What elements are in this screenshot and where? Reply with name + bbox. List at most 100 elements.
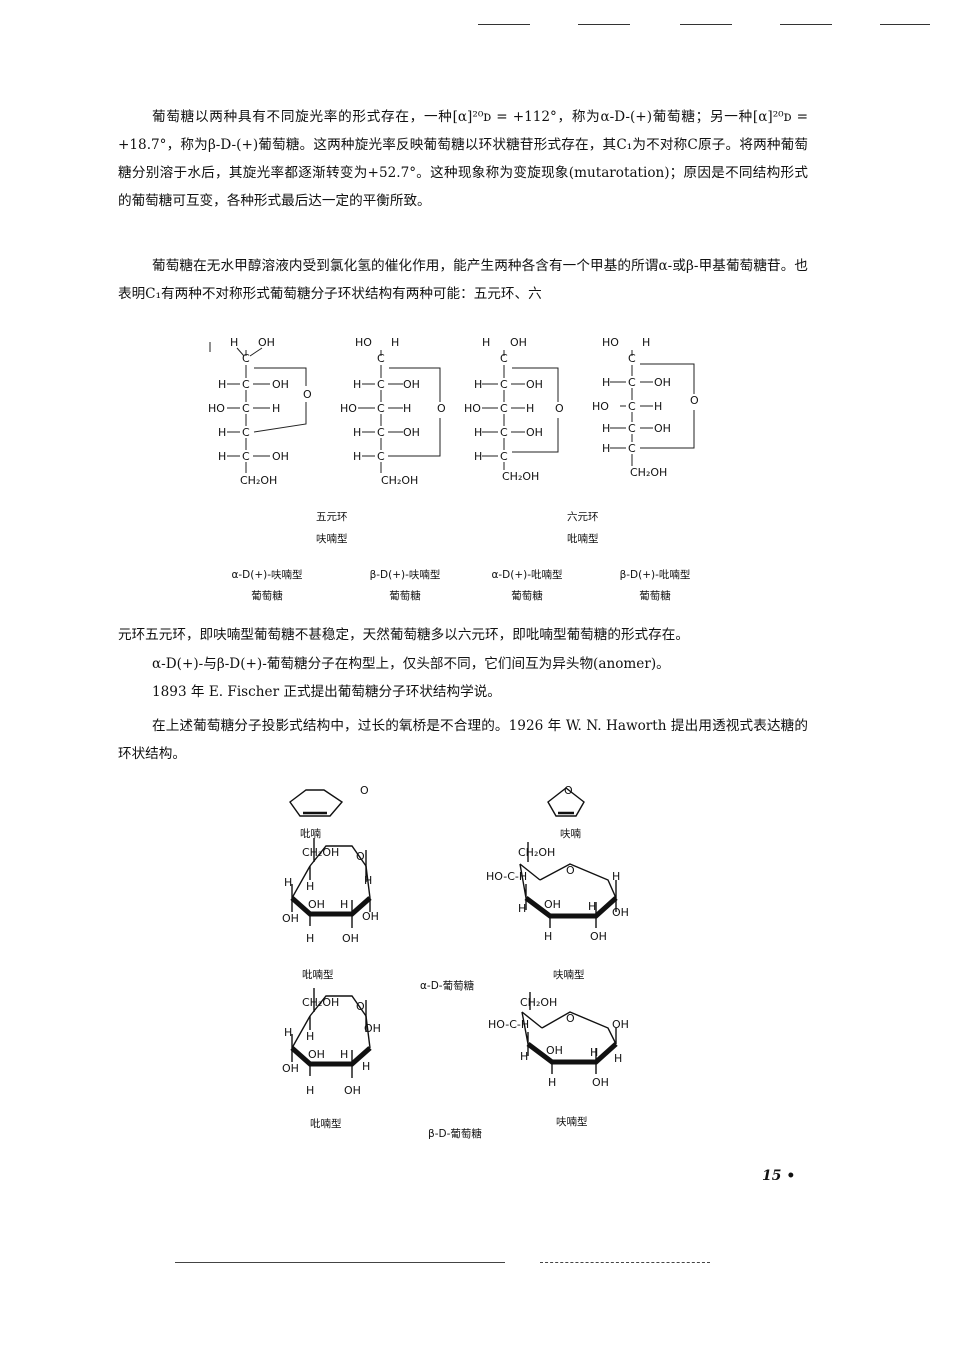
svg-text:H: H xyxy=(306,1030,314,1043)
beta-d-glucose-label: β-D-葡萄糖 xyxy=(428,1128,482,1140)
svg-text:C: C xyxy=(242,378,250,391)
svg-text:O: O xyxy=(566,864,575,877)
svg-text:H: H xyxy=(602,422,610,435)
svg-text:HO: HO xyxy=(355,336,372,349)
svg-text:CH₂OH: CH₂OH xyxy=(381,474,418,487)
svg-text:CH₂OH: CH₂OH xyxy=(520,996,557,1009)
ring6-label: 六元环 xyxy=(567,511,599,523)
svg-text:C: C xyxy=(500,426,508,439)
svg-text:OH: OH xyxy=(592,1076,609,1089)
paragraph-methyl-glucoside: 葡萄糖在无水甲醇溶液内受到氯化氢的催化作用，能产生两种各含有一个甲基的所谓α-或… xyxy=(118,258,808,302)
svg-text:C: C xyxy=(377,402,385,415)
svg-text:C: C xyxy=(377,426,385,439)
svg-text:H: H xyxy=(544,930,552,943)
svg-text:O: O xyxy=(303,388,312,401)
svg-text:H: H xyxy=(474,450,482,463)
fischer-alpha-furanose: H OH C H C OH HO C H H C H C OH CH₂OH O xyxy=(208,336,312,487)
svg-text:H: H xyxy=(340,898,348,911)
svg-text:H: H xyxy=(403,402,411,415)
svg-text:H: H xyxy=(614,1052,622,1065)
svg-text:OH: OH xyxy=(308,1048,325,1061)
svg-text:OH: OH xyxy=(590,930,607,943)
svg-text:C: C xyxy=(500,402,508,415)
svg-text:O: O xyxy=(437,402,446,415)
fischer-name-3: α-D(+)-吡喃型 葡萄糖 xyxy=(491,569,563,602)
svg-text:OH: OH xyxy=(546,1044,563,1057)
svg-text:O: O xyxy=(690,394,699,407)
svg-text:C: C xyxy=(377,378,385,391)
paragraph-anomer: α-D(+)-与β-D(+)-葡萄糖分子在构型上，仅头部不同，它们间互为异头物(… xyxy=(152,656,670,672)
paragraph-mutarotation: 葡萄糖以两种具有不同旋光率的形式存在，一种[α]²⁰ᴅ = +112°，称为α-… xyxy=(118,109,808,209)
svg-text:OH: OH xyxy=(272,378,289,391)
svg-text:H: H xyxy=(602,442,610,455)
svg-text:HO: HO xyxy=(464,402,481,415)
alpha-d-glucose-label: α-D-葡萄糖 xyxy=(420,980,475,992)
svg-text:H: H xyxy=(364,874,372,887)
svg-text:H: H xyxy=(642,336,650,349)
svg-text:OH: OH xyxy=(258,336,275,349)
pyran-label: 吡喃 xyxy=(300,828,321,840)
svg-text:H: H xyxy=(272,402,280,415)
svg-text:H: H xyxy=(474,378,482,391)
svg-text:H: H xyxy=(218,426,226,439)
svg-text:CH₂OH: CH₂OH xyxy=(302,996,339,1009)
fischer-alpha-pyranose: H OH C H C OH HO C H H C OH H C CH₂OH O xyxy=(464,336,564,483)
svg-text:OH: OH xyxy=(344,1084,361,1097)
fischer-name-4: β-D(+)-吡喃型 葡萄糖 xyxy=(619,569,691,602)
page-number: 15 • xyxy=(762,1168,796,1184)
svg-text:CH₂OH: CH₂OH xyxy=(630,466,667,479)
svg-text:O: O xyxy=(360,784,369,797)
svg-text:H: H xyxy=(612,870,620,883)
fischer-name-1: α-D(+)-呋喃型 葡萄糖 xyxy=(231,569,303,602)
svg-text:H: H xyxy=(218,378,226,391)
svg-text:O: O xyxy=(564,784,573,797)
haworth-projection-figure: O O CH₂OH O H H H OH H OH OH H OH CH₂OH … xyxy=(282,784,629,1097)
svg-text:OH: OH xyxy=(654,376,671,389)
svg-text:OH: OH xyxy=(526,378,543,391)
svg-text:C: C xyxy=(628,442,636,455)
svg-text:H: H xyxy=(518,902,526,915)
svg-text:C: C xyxy=(500,450,508,463)
svg-text:O: O xyxy=(555,402,564,415)
svg-text:H: H xyxy=(353,450,361,463)
svg-text:OH: OH xyxy=(403,378,420,391)
svg-text:H: H xyxy=(284,876,292,889)
bottom-rule-right xyxy=(540,1262,710,1263)
svg-text:C: C xyxy=(242,450,250,463)
beta-pyranose-type-label: 吡喃型 xyxy=(310,1118,342,1130)
svg-text:CH₂OH: CH₂OH xyxy=(502,470,539,483)
svg-text:H: H xyxy=(340,1048,348,1061)
beta-furanose-type-label: 呋喃型 xyxy=(556,1116,588,1128)
svg-text:C: C xyxy=(242,426,250,439)
paragraph-haworth-1926: 在上述葡萄糖分子投影式结构中，过长的氧桥是不合理的。1926 年 W. N. H… xyxy=(118,718,808,762)
svg-text:H: H xyxy=(548,1076,556,1089)
svg-text:HO-C-H: HO-C-H xyxy=(486,870,527,883)
svg-text:H: H xyxy=(520,1050,528,1063)
fischer-beta-pyranose: HO H C H C OH HO C H H C OH H C CH₂OH O xyxy=(592,336,699,479)
svg-text:OH: OH xyxy=(282,912,299,925)
svg-text:HO: HO xyxy=(208,402,225,415)
svg-text:CH₂OH: CH₂OH xyxy=(240,474,277,487)
svg-text:OH: OH xyxy=(510,336,527,349)
paragraph-ring-stability: 元环五元环，即呋喃型葡萄糖不甚稳定，天然葡萄糖多以六元环，即吡喃型葡萄糖的形式存… xyxy=(118,627,689,643)
svg-text:OH: OH xyxy=(654,422,671,435)
svg-text:C: C xyxy=(242,402,250,415)
svg-text:OH: OH xyxy=(526,426,543,439)
svg-text:H: H xyxy=(353,426,361,439)
paragraph-fischer-1893: 1893 年 E. Fischer 正式提出葡萄糖分子环状结构学说。 xyxy=(152,684,501,700)
svg-text:HO: HO xyxy=(602,336,619,349)
svg-text:OH: OH xyxy=(544,898,561,911)
svg-text:CH₂OH: CH₂OH xyxy=(302,846,339,859)
svg-text:H: H xyxy=(588,900,596,913)
ring6-type-label: 吡喃型 xyxy=(567,533,599,545)
svg-text:O: O xyxy=(356,1000,365,1013)
svg-text:C: C xyxy=(628,422,636,435)
svg-text:H: H xyxy=(482,336,490,349)
fischer-name-2: β-D(+)-呋喃型 葡萄糖 xyxy=(369,569,441,602)
svg-text:H: H xyxy=(353,378,361,391)
svg-text:OH: OH xyxy=(342,932,359,945)
fischer-projection-figure: H OH C H C OH HO C H H C H C OH CH₂OH O … xyxy=(208,336,699,487)
svg-text:H: H xyxy=(230,336,238,349)
svg-text:HO: HO xyxy=(340,402,357,415)
svg-text:OH: OH xyxy=(308,898,325,911)
